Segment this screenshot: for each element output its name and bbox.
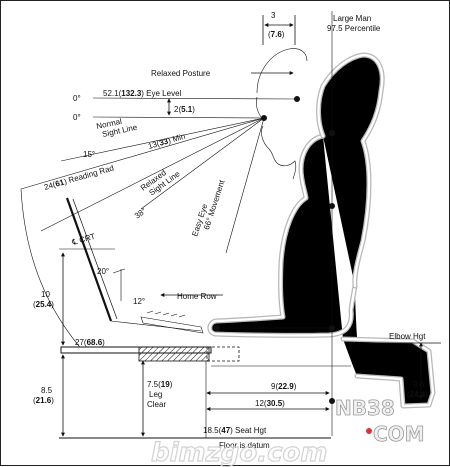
- leg-clear-value-label: 8.5: [41, 386, 53, 395]
- reading-radius-arc: [20, 188, 84, 352]
- svg-text:(21.6): (21.6): [33, 396, 54, 405]
- crt-label: ℄ CRT: [70, 232, 96, 247]
- eye-offset-dim: 2(5.1): [174, 105, 195, 114]
- elbow-height-label: Elbow Hgt: [389, 332, 426, 341]
- normal-sight-line-label: NormalSight Line: [96, 114, 139, 140]
- desk-height-label: 27(68.6): [75, 338, 105, 347]
- dimension-lines: [61, 15, 441, 437]
- body-axis: [214, 11, 335, 436]
- dim-9-6-label: 9.6: [413, 380, 425, 389]
- floor-datum-label: Floor is datum: [219, 441, 270, 450]
- watermark-dot: [366, 428, 372, 434]
- watermark-text-3: bimzgo.com: [151, 438, 327, 467]
- relaxed-posture-head: [255, 48, 308, 180]
- angle-38-label: 38°: [133, 206, 148, 220]
- leg-clear-text-2: Clear: [147, 400, 166, 409]
- dim-9-label: 9(22.9): [271, 382, 297, 391]
- relaxed-sight-line-label: RelaxedSight Line: [139, 162, 182, 200]
- floor-lines: [59, 361, 351, 439]
- label-percentile: 97.5 Percentile: [327, 24, 381, 33]
- angle-0b-label: 0°: [73, 113, 81, 122]
- min-distance-label: 13(33) Min: [147, 132, 186, 151]
- reading-radius-label: 24(61) Reading Rad: [43, 163, 115, 192]
- head-offset-dim: 3: [271, 11, 276, 20]
- svg-text:(24.4): (24.4): [407, 390, 428, 399]
- label-subject: Large Man: [333, 14, 371, 23]
- angle-0-label: 0°: [73, 94, 81, 103]
- crt-and-keyboard: [65, 197, 204, 334]
- human-figure-outline: [207, 52, 436, 409]
- desk: [60, 346, 240, 362]
- angle-15-label: 15°: [83, 150, 95, 159]
- angle-20-label: 20°: [97, 267, 109, 276]
- eye-level-label: 52.1(132.3) Eye Level: [103, 89, 182, 98]
- angle-12-label: 12°: [133, 297, 145, 306]
- leg-clear-2-label: 7.5(19): [147, 380, 173, 389]
- relaxed-posture-label: Relaxed Posture: [151, 69, 211, 78]
- crt-height-label: 10: [41, 290, 50, 299]
- svg-text:(7.6): (7.6): [268, 30, 285, 39]
- leg-clear-text-1: Leg: [149, 390, 162, 399]
- watermark: NB38 COM bimzgo.com: [150, 396, 425, 467]
- svg-text:(25.4): (25.4): [33, 300, 54, 309]
- watermark-text-2: COM: [373, 422, 425, 446]
- dim-12-label: 12(30.5): [255, 399, 285, 408]
- easy-eye-label: Easy Eye66° Movement: [190, 175, 226, 240]
- watermark-text-1: NB38: [335, 396, 395, 420]
- home-row-label: Home Row: [177, 292, 217, 301]
- seat-height-label: 18.5(47) Seat Hgt: [203, 426, 267, 435]
